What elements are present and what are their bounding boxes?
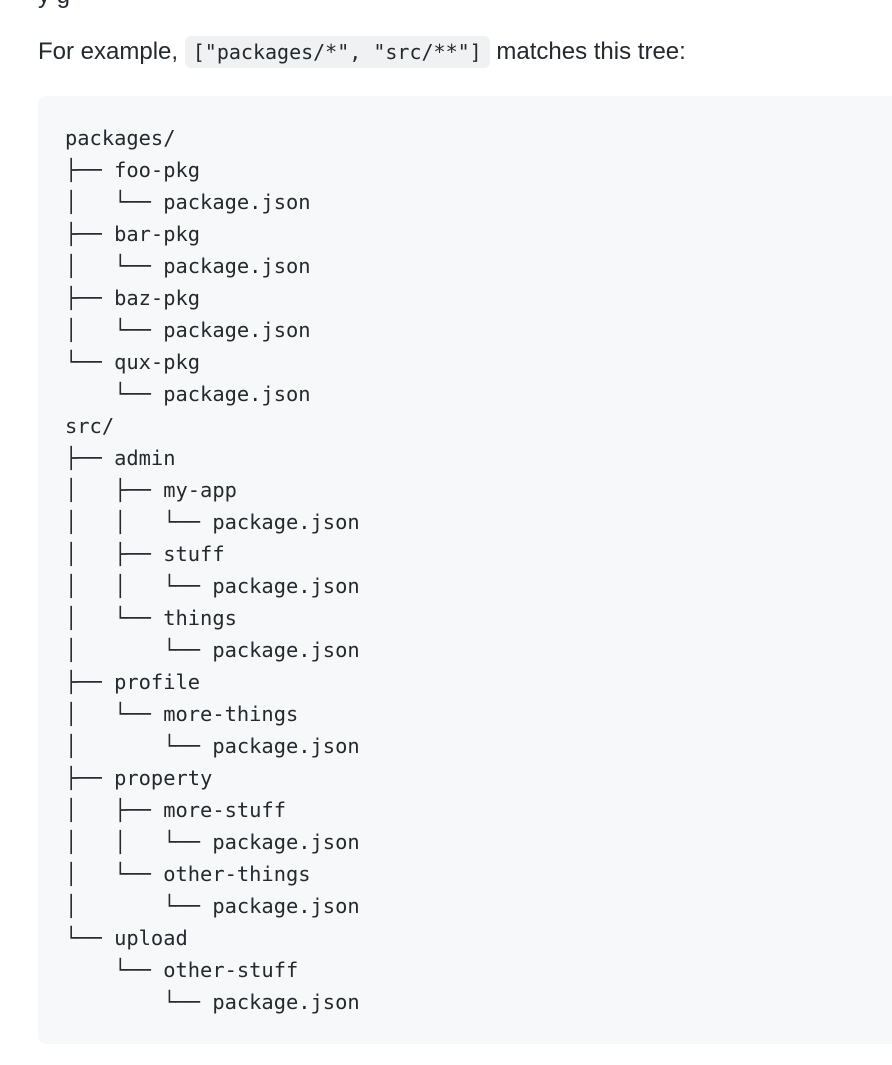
tree-line: │ └── package.json: [65, 894, 360, 918]
previous-line-fragment: y g: [38, 0, 70, 8]
tree-line: └── package.json: [65, 382, 311, 406]
tree-line: └── upload: [65, 926, 188, 950]
paragraph-prefix: For example,: [38, 38, 179, 65]
tree-line: │ └── package.json: [65, 254, 311, 278]
example-paragraph: For example, ["packages/*", "src/**"] ma…: [38, 34, 686, 70]
tree-line: │ ├── more-stuff: [65, 798, 286, 822]
tree-line: ├── property: [65, 766, 213, 790]
tree-line: ├── baz-pkg: [65, 286, 201, 310]
tree-line: │ ├── my-app: [65, 478, 237, 502]
tree-line: └── qux-pkg: [65, 350, 201, 374]
tree-line: │ └── more-things: [65, 702, 299, 726]
tree-line: ├── profile: [65, 670, 201, 694]
tree-line: └── other-stuff: [65, 958, 299, 982]
tree-line: ├── bar-pkg: [65, 222, 201, 246]
tree-line: ├── admin: [65, 446, 176, 470]
tree-line: │ └── other-things: [65, 862, 311, 886]
tree-line: │ └── package.json: [65, 190, 311, 214]
inline-code-glob-patterns: ["packages/*", "src/**"]: [184, 36, 490, 68]
tree-line: └── package.json: [65, 990, 360, 1014]
tree-line: ├── foo-pkg: [65, 158, 201, 182]
tree-line: src/: [65, 414, 115, 438]
tree-line: │ └── things: [65, 606, 237, 630]
tree-line: │ ├── stuff: [65, 542, 225, 566]
code-block: packages/ ├── foo-pkg │ └── package.json…: [38, 96, 892, 1044]
tree-line: │ │ └── package.json: [65, 510, 360, 534]
tree-line: │ └── package.json: [65, 638, 360, 662]
tree-line: │ └── package.json: [65, 318, 311, 342]
tree-line: │ │ └── package.json: [65, 574, 360, 598]
tree-line: │ └── package.json: [65, 734, 360, 758]
tree-line: packages/: [65, 126, 176, 150]
directory-tree: packages/ ├── foo-pkg │ └── package.json…: [65, 122, 360, 1018]
tree-line: │ │ └── package.json: [65, 830, 360, 854]
paragraph-suffix: matches this tree:: [496, 38, 686, 65]
